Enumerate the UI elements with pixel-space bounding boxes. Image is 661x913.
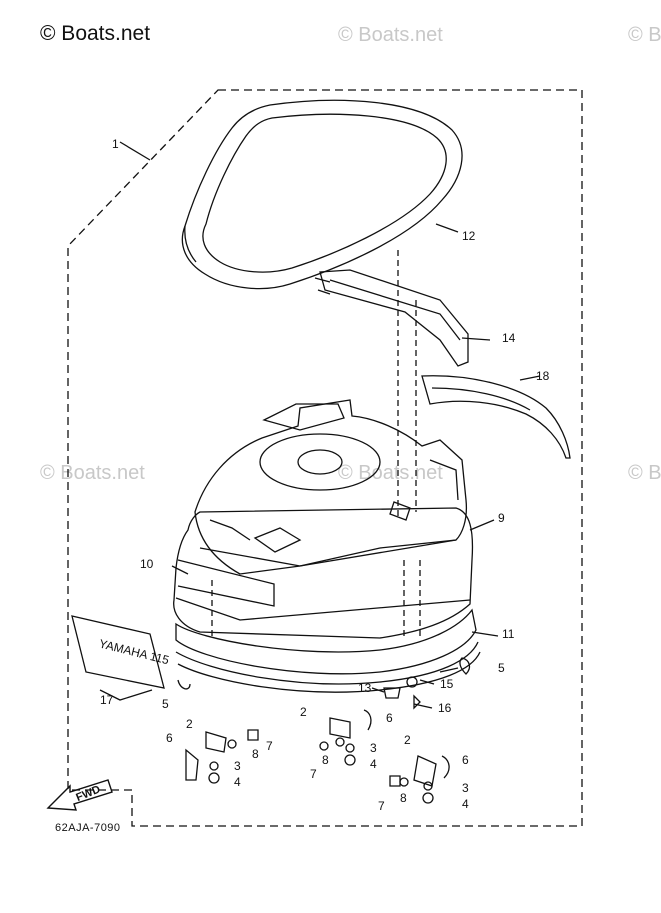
callout-8-left: 8 <box>252 747 259 761</box>
watermark-top-center: © Boats.net <box>338 24 443 46</box>
callout-2-right: 2 <box>404 733 411 747</box>
hardware-center <box>319 676 421 766</box>
callout-3-right: 3 <box>462 781 469 795</box>
callout-labels: 1 12 14 18 9 10 11 5 17 5 13 15 16 2 6 8… <box>100 137 550 813</box>
watermark-mid-right: © B <box>628 462 661 484</box>
fwd-arrow: FWD <box>46 779 113 811</box>
callout-16: 16 <box>438 701 452 715</box>
hardware-left <box>177 679 259 784</box>
callout-8-right: 8 <box>400 791 407 805</box>
callout-7-left: 7 <box>266 739 273 753</box>
callout-5-left: 5 <box>162 697 169 711</box>
watermark-main: © Boats.net <box>40 22 151 45</box>
callout-15: 15 <box>440 677 454 691</box>
callout-14: 14 <box>502 331 516 345</box>
trim-strip-part <box>421 375 571 459</box>
top-cover-part <box>181 99 463 290</box>
watermark-top-right: © B <box>628 24 661 46</box>
callout-2-center: 2 <box>300 705 307 719</box>
watermark-mid-center: © Boats.net <box>338 462 443 484</box>
callout-13: 13 <box>358 681 372 695</box>
diagram-code: 62AJA-7090 <box>55 822 121 834</box>
fwd-label: FWD <box>74 783 102 804</box>
callout-6-right: 6 <box>462 753 469 767</box>
callout-11: 11 <box>502 627 515 641</box>
decal-part <box>71 615 165 689</box>
bracket-part <box>314 269 469 367</box>
callout-9: 9 <box>498 511 505 525</box>
callout-4-left: 4 <box>234 775 241 789</box>
callout-6-left: 6 <box>166 731 173 745</box>
callout-2-left: 2 <box>186 717 193 731</box>
callout-1: 1 <box>112 137 119 151</box>
watermark-mid-left: © Boats.net <box>40 462 145 484</box>
callout-7-right: 7 <box>378 799 385 813</box>
assembly-boundary <box>67 89 583 827</box>
callout-17: 17 <box>100 693 114 707</box>
callout-4-center: 4 <box>370 757 377 771</box>
callout-8-center: 8 <box>322 753 329 767</box>
callout-6-center: 6 <box>386 711 393 725</box>
callout-4-right: 4 <box>462 797 469 811</box>
callout-12: 12 <box>462 229 476 243</box>
callout-3-center: 3 <box>370 741 377 755</box>
decal-text: YAMAHA 115 <box>98 636 171 667</box>
hardware-right <box>389 657 471 804</box>
cowling-lower-part <box>173 507 474 640</box>
callout-3-left: 3 <box>234 759 241 773</box>
cowling-top-part <box>194 399 468 575</box>
callout-5-right: 5 <box>498 661 505 675</box>
gasket-part <box>175 608 481 693</box>
callout-10: 10 <box>140 557 154 571</box>
callout-18: 18 <box>536 369 550 383</box>
callout-7-center: 7 <box>310 767 317 781</box>
